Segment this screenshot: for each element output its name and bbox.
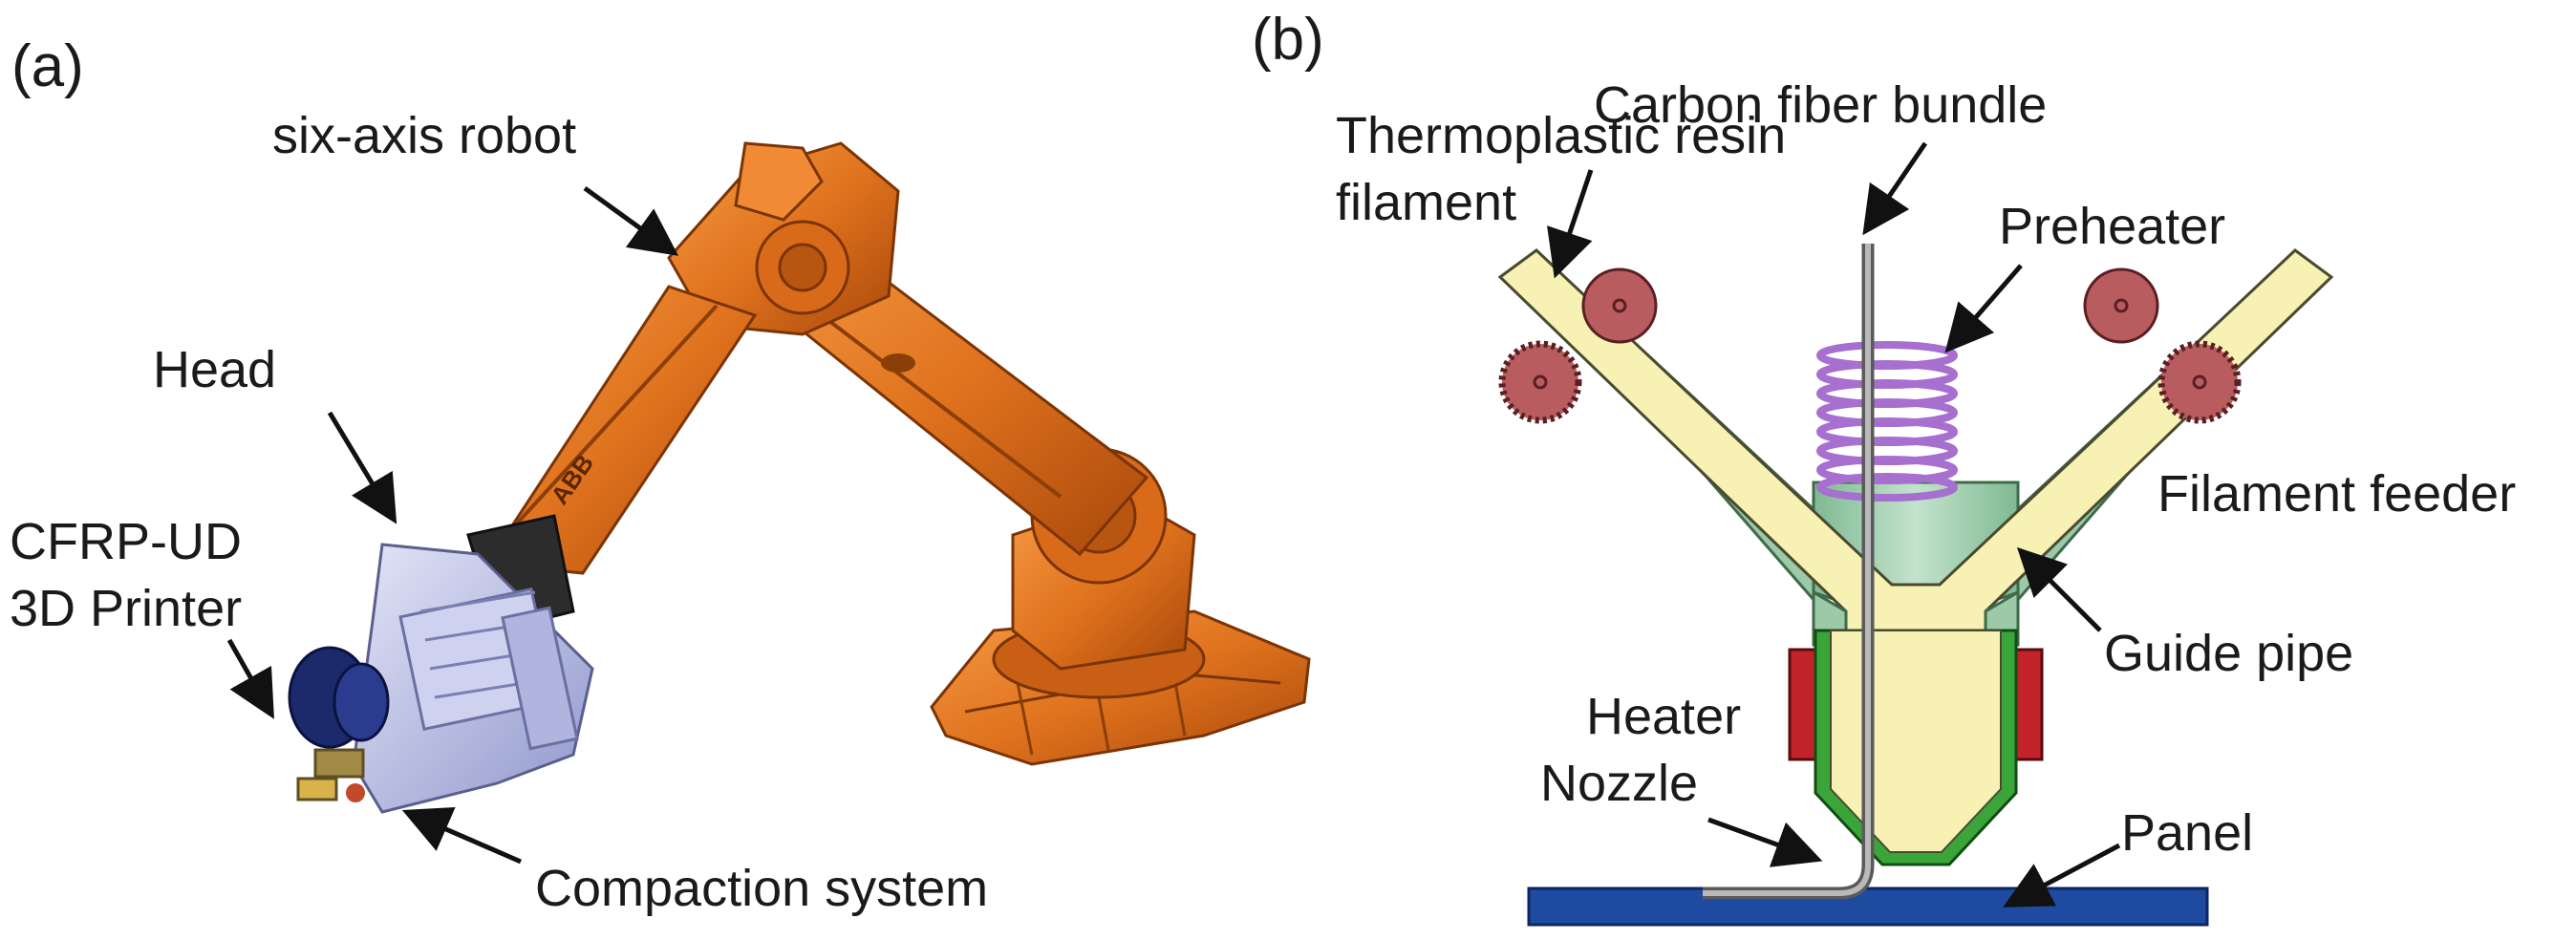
label-guide-pipe: Guide pipe [2104, 625, 2353, 682]
arrow-guide-pipe [2016, 546, 2102, 632]
arrow-panel [2003, 843, 2121, 908]
preheater-coil [1816, 341, 1958, 502]
guide-pipe [1617, 353, 2215, 613]
robot-forearm: ABB [466, 285, 758, 632]
label-head: Head [153, 341, 276, 398]
arrow-preheater [1944, 264, 2023, 353]
label-filament-feeder: Filament feeder [2157, 465, 2516, 523]
label-carbon-fiber-bundle: Carbon fiber bundle [1594, 76, 2047, 134]
panel-b-label: (b) [1252, 7, 1324, 73]
arrow-printer [226, 638, 274, 719]
label-cfrp-ud: CFRP-UD [10, 513, 242, 570]
arrow-compaction [401, 807, 522, 865]
arrow-robot [583, 185, 679, 256]
arrow-head [327, 411, 397, 524]
robot-elbow [667, 141, 900, 336]
label-preheater: Preheater [1999, 198, 2225, 255]
label-thermoplastic-resin: Thermoplastic resin [1336, 107, 1786, 164]
printer-head [352, 543, 594, 814]
label-compaction-system: Compaction system [535, 860, 988, 917]
label-filament: filament [1336, 174, 1516, 231]
filament-feeder-left [1498, 267, 1658, 424]
nozzle [1814, 629, 2018, 866]
label-six-axis-robot: six-axis robot [272, 107, 576, 164]
label-3d-printer: 3D Printer [10, 580, 242, 637]
filament-feeder-right [2083, 267, 2242, 424]
arrow-resin [1547, 169, 1594, 279]
arrow-fiber [1862, 141, 1928, 236]
panel-b: (b) [1252, 7, 2516, 927]
filament-spool [288, 646, 390, 749]
arrow-nozzle [1707, 817, 1823, 867]
panel-a: (a) ABB [10, 33, 1311, 917]
compaction-hardware [296, 748, 365, 802]
label-panel: Panel [2121, 804, 2253, 862]
label-heater: Heater [1586, 688, 1741, 745]
heater-blocks [1788, 648, 2044, 761]
label-nozzle: Nozzle [1540, 755, 1698, 812]
panel-a-label: (a) [11, 33, 84, 99]
build-panel [1527, 887, 2209, 927]
